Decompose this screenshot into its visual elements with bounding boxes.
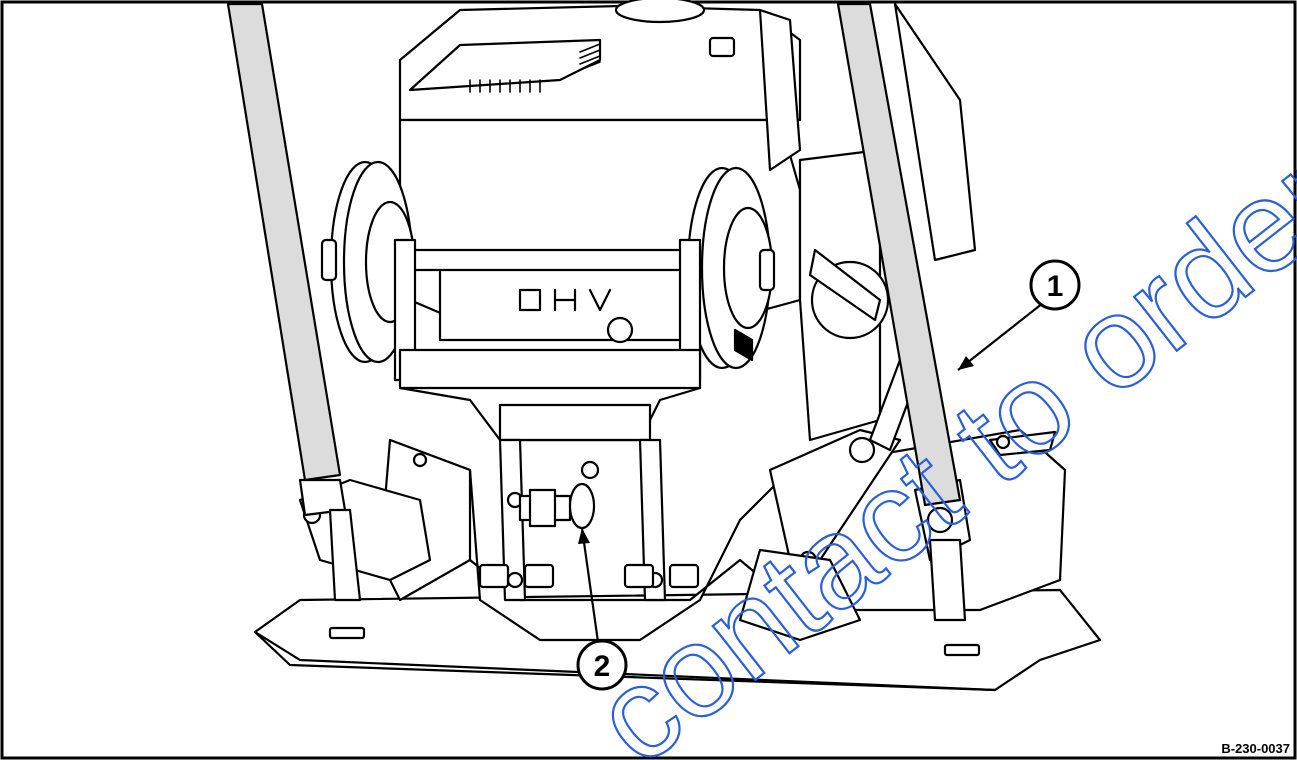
engine-bolt — [606, 316, 634, 344]
right-linkage-pivot — [848, 436, 876, 464]
left-mount-bolt — [412, 452, 428, 468]
callout-1-circle — [1029, 259, 1081, 311]
right-vibration-mount — [738, 548, 862, 642]
wheel-right — [686, 166, 776, 370]
right-bracket — [988, 430, 1057, 457]
base-plate-edge — [253, 630, 997, 692]
link-left — [498, 438, 527, 602]
engine-knob — [708, 36, 736, 58]
adjusting-nut — [528, 488, 557, 528]
callout-1-leader — [957, 302, 1044, 371]
handle-pivot-bolt-right — [926, 506, 954, 534]
nut-2 — [523, 563, 555, 589]
ohv-lettering — [518, 288, 612, 312]
callout-2-circle — [576, 639, 628, 691]
handle-bar-left — [226, 2, 342, 482]
link-right — [638, 438, 667, 602]
fuel-cap — [614, 0, 706, 24]
callout-1-arrowhead — [958, 356, 974, 370]
figure-id: B-230-0037 — [1221, 741, 1290, 756]
bracket-bolt — [995, 434, 1011, 450]
axle-bar — [398, 248, 702, 272]
nut-3 — [623, 563, 655, 589]
callout-2: 2 — [576, 527, 628, 691]
lift-cross-bar — [398, 348, 702, 390]
callout-1-label: 1 — [1047, 270, 1064, 303]
callout-2-label: 2 — [594, 650, 611, 683]
handle-leg-left — [328, 508, 362, 602]
handle-bar-right — [836, 2, 962, 507]
plate-compactor-drawing — [226, 0, 1102, 692]
callout-1: 1 — [957, 259, 1081, 371]
handle-clamp — [758, 8, 802, 172]
starter-handle — [808, 248, 882, 322]
plate-slot-right — [943, 643, 981, 657]
lift-bracket — [498, 403, 652, 442]
adjusting-knob — [568, 482, 596, 530]
screw-anchor — [580, 460, 600, 480]
cooling-fins — [469, 43, 601, 93]
handle-leg-right — [928, 538, 967, 622]
nut-4 — [668, 563, 700, 589]
callout-2-leader — [580, 527, 600, 643]
side-guard — [893, 2, 977, 262]
plate-slot-left — [328, 626, 366, 640]
base-plate — [253, 588, 1102, 692]
wheel-left — [320, 160, 416, 364]
callout-2-arrowhead — [578, 528, 590, 544]
nut-1 — [478, 563, 510, 589]
link-pin-left-low — [506, 571, 524, 589]
